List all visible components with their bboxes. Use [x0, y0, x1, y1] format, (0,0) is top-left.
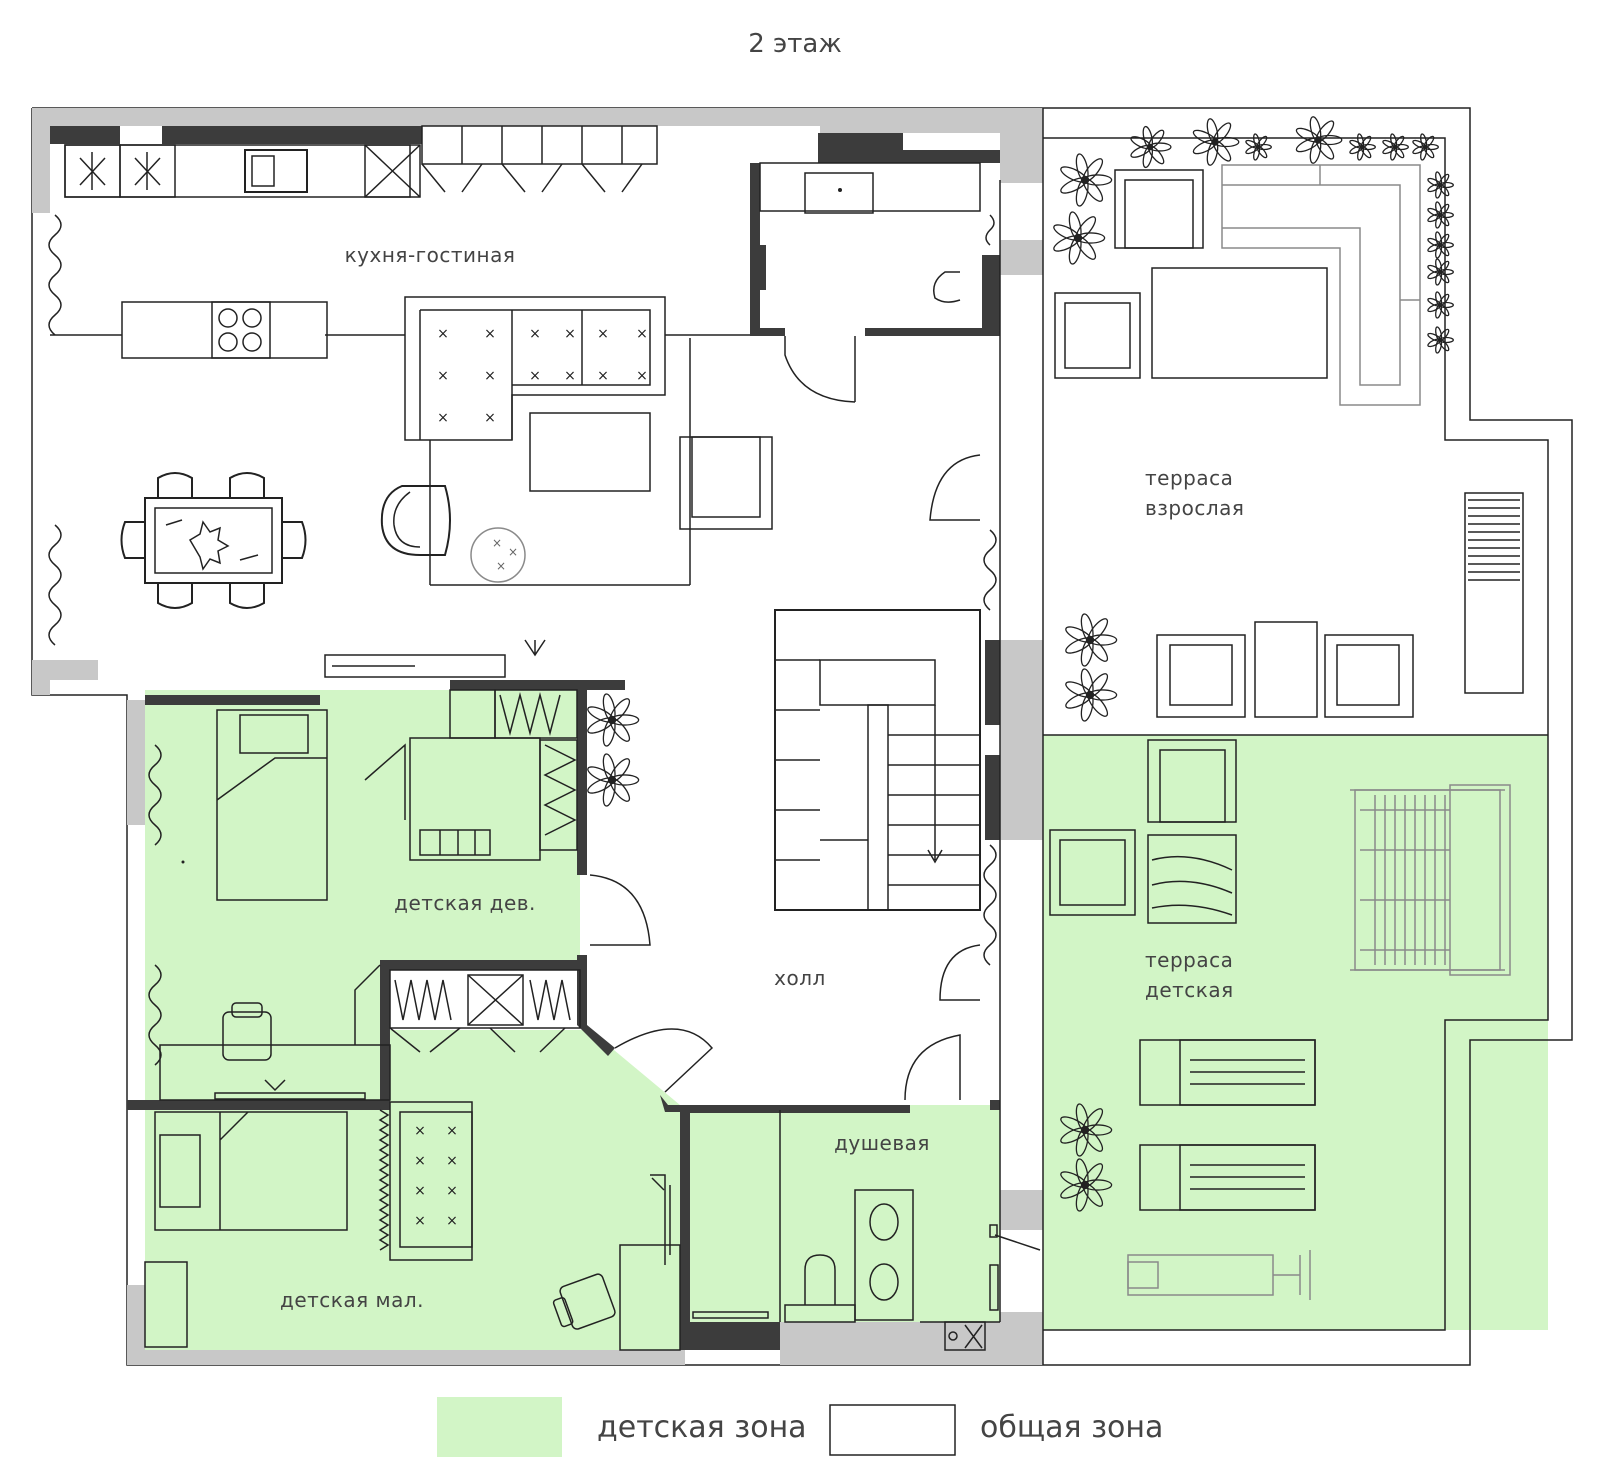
room-label-shower: душевая	[834, 1131, 930, 1155]
coffee-table	[529, 412, 651, 492]
plant-icon	[1053, 211, 1106, 265]
room-label-terrace-adult-1: терраса	[1145, 466, 1233, 490]
plant-icon	[1245, 133, 1272, 161]
svg-text:×: ×	[446, 1123, 458, 1139]
plant-icon	[587, 753, 640, 807]
lounge-chair	[380, 485, 451, 556]
plant-icon	[1427, 258, 1454, 286]
plant-pot: × × ×	[470, 527, 526, 583]
svg-text:×: ×	[636, 368, 648, 384]
outer-walls	[31, 107, 1044, 1366]
svg-text:×: ×	[484, 410, 496, 426]
svg-text:×: ×	[597, 368, 609, 384]
svg-text:×: ×	[446, 1153, 458, 1169]
plant-icon	[1382, 133, 1409, 161]
curtains	[48, 214, 997, 1066]
svg-text:×: ×	[437, 368, 449, 384]
svg-text:×: ×	[414, 1123, 426, 1139]
kitchen-bottom-shelf	[324, 639, 546, 678]
svg-text:×: ×	[492, 536, 502, 550]
svg-text:×: ×	[597, 326, 609, 342]
room-label-hall: холл	[774, 966, 826, 990]
room-label-terrace-kids-1: терраса	[1145, 948, 1233, 972]
svg-text:×: ×	[437, 326, 449, 342]
legend-swatch-common	[829, 1404, 956, 1456]
legend-label-common: общая зона	[980, 1410, 1163, 1445]
plant-icon	[1427, 231, 1454, 259]
living-sofa	[404, 296, 666, 441]
svg-text:×: ×	[446, 1183, 458, 1199]
plant-icon	[1130, 125, 1172, 169]
legend: детская зона общая зона	[437, 1397, 1163, 1457]
svg-text:×: ×	[564, 368, 576, 384]
small-kids-furniture	[144, 1101, 681, 1351]
terrace-outline	[1043, 107, 1573, 1366]
kitchen-counter	[64, 144, 421, 198]
plant-icon	[1192, 118, 1240, 166]
small-kids-sofa-marks: × × × × × × × ×	[414, 1123, 458, 1229]
kids-terrace-furniture	[1049, 739, 1511, 1300]
plant-icon	[1427, 326, 1454, 354]
plant-icon	[1065, 613, 1118, 667]
adult-terrace-furniture	[1054, 164, 1524, 718]
svg-text:×: ×	[636, 326, 648, 342]
room-label-terrace-adult-2: взрослая	[1145, 496, 1244, 520]
plant-icon	[587, 693, 640, 747]
svg-text:×: ×	[529, 368, 541, 384]
plant-icon	[1427, 201, 1454, 229]
plant-icon	[1295, 116, 1343, 164]
living-sofa-cushion-marks: × × × × × × × × × × × × × ×	[437, 326, 648, 426]
svg-text:×: ×	[414, 1213, 426, 1229]
armchair-living	[679, 436, 773, 530]
doors	[364, 336, 981, 1101]
svg-text:×: ×	[484, 326, 496, 342]
staircase	[774, 609, 981, 911]
svg-text:×: ×	[496, 559, 506, 573]
wc-room-fixtures	[759, 162, 981, 303]
svg-text:×: ×	[414, 1183, 426, 1199]
plants	[587, 116, 1454, 1212]
dining-table	[120, 472, 307, 609]
plant-icon	[1349, 133, 1376, 161]
room-label-kitchen-living: кухня-гостиная	[345, 243, 516, 267]
svg-text:×: ×	[484, 368, 496, 384]
legend-swatch-kids	[437, 1397, 562, 1457]
room-label-small-kids: детская мал.	[280, 1288, 424, 1312]
svg-text:×: ×	[414, 1153, 426, 1169]
kitchen-island	[121, 301, 328, 359]
wardrobe-lower	[389, 969, 581, 1053]
svg-text:×: ×	[529, 326, 541, 342]
plant-icon	[1412, 133, 1439, 161]
legend-label-kids: детская зона	[597, 1410, 807, 1445]
svg-text:×: ×	[508, 545, 518, 559]
girls-room-furniture	[159, 689, 578, 1101]
plant-icon	[1427, 171, 1454, 199]
plant-icon	[1060, 1103, 1113, 1157]
svg-text:×: ×	[437, 410, 449, 426]
shower-fixtures	[692, 1110, 1041, 1351]
svg-text:×: ×	[564, 326, 576, 342]
kids-zone-fill	[145, 690, 1548, 1350]
floor-title: 2 этаж	[748, 29, 842, 59]
room-label-terrace-kids-2: детская	[1145, 978, 1234, 1002]
plant-icon	[1065, 668, 1118, 722]
svg-text:×: ×	[446, 1213, 458, 1229]
room-label-girls: детская дев.	[394, 891, 536, 915]
plant-icon	[1427, 291, 1454, 319]
plant-icon	[1060, 1158, 1113, 1212]
plant-icon	[1060, 153, 1113, 207]
window-sliding-top	[421, 125, 658, 193]
